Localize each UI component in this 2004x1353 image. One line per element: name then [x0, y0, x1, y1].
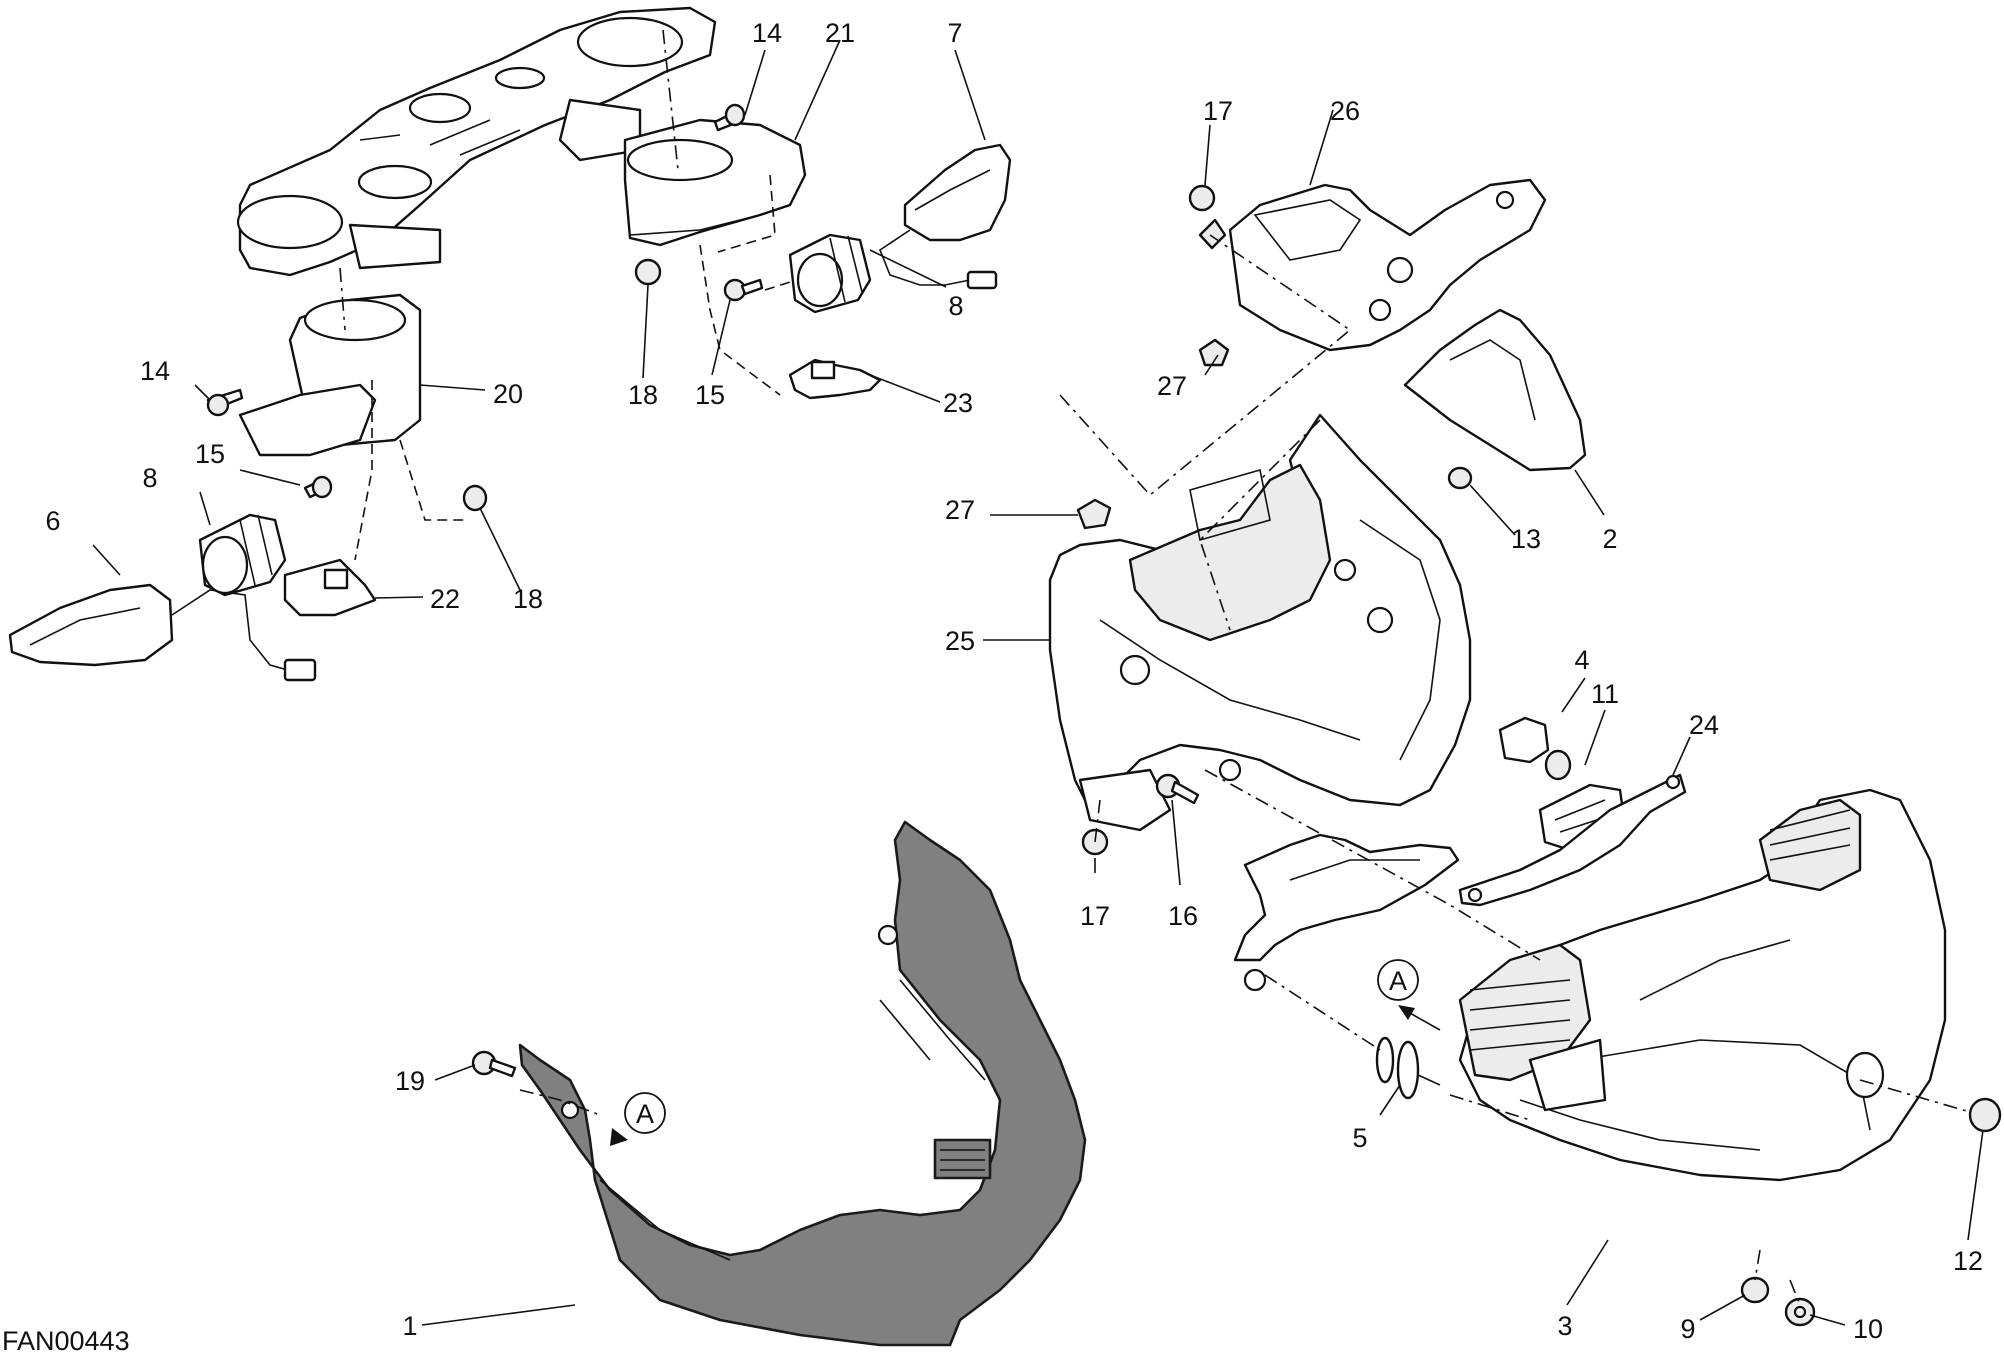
svg-text:A: A [1389, 966, 1407, 996]
callout-13: 13 [1511, 524, 1541, 554]
callout-17-lower: 17 [1080, 901, 1110, 931]
callout-10: 10 [1853, 1314, 1883, 1344]
grommet-13 [1447, 466, 1473, 490]
callout-9: 9 [1680, 1314, 1695, 1344]
callout-5: 5 [1352, 1123, 1367, 1153]
washer-9 [1740, 1276, 1770, 1304]
callout-27-upper: 27 [1157, 371, 1187, 401]
view-marker-a-lower: A [610, 1092, 666, 1146]
callout-19: 19 [395, 1066, 425, 1096]
mounting-bracket-middle [1233, 833, 1460, 992]
drawing-code: FAN00443 [2, 1326, 130, 1353]
callout-14-right: 14 [752, 18, 782, 48]
callout-8-left: 8 [142, 463, 157, 493]
callout-7: 7 [947, 18, 962, 48]
headlight-assembly [1458, 788, 1947, 1182]
headlight-support-frame [1048, 413, 1472, 832]
screw-15-left [303, 475, 333, 499]
callout-3: 3 [1557, 1311, 1572, 1341]
callout-leaders [92, 39, 1984, 1326]
callout-16: 16 [1168, 901, 1198, 931]
callout-12: 12 [1953, 1246, 1983, 1276]
nut-10 [1784, 1297, 1816, 1327]
callout-27-lower: 27 [945, 495, 975, 525]
bracket-left [283, 558, 377, 617]
turn-signal-left [8, 583, 317, 682]
callout-18-left: 18 [513, 584, 543, 614]
callout-23: 23 [943, 388, 973, 418]
screw-16 [1155, 773, 1200, 805]
screw-14-left [206, 388, 244, 417]
callout-8-right: 8 [948, 291, 963, 321]
screw-18-right [634, 258, 662, 286]
clamp-band-right [623, 118, 807, 247]
grommet-right [788, 233, 872, 314]
callout-17-upper: 17 [1203, 96, 1233, 126]
bracket-right [788, 358, 882, 400]
cover-part-2 [1403, 308, 1587, 472]
bracket-24 [1458, 773, 1687, 907]
clamp-band-left [238, 293, 422, 457]
callout-1: 1 [402, 1311, 417, 1341]
callout-4: 4 [1574, 645, 1589, 675]
callout-11: 11 [1591, 679, 1619, 709]
callout-24: 24 [1689, 710, 1719, 740]
rubber-cap-upper [1198, 338, 1230, 367]
bulb-socket-4 [1498, 716, 1572, 781]
callout-2: 2 [1602, 524, 1617, 554]
callout-labels: 1 2 3 4 5 6 7 8 8 9 10 11 12 13 14 14 15… [45, 18, 1983, 1344]
instrument-bracket [1198, 178, 1547, 352]
screw-15-right [723, 278, 764, 302]
callout-21: 21 [825, 18, 855, 48]
view-marker-a-upper: A [1377, 959, 1441, 1031]
upper-triple-clamp [236, 6, 717, 277]
turn-signal-right [879, 143, 1012, 290]
callout-14-left: 14 [140, 356, 170, 386]
silent-block-5 [1375, 1036, 1441, 1100]
callout-26: 26 [1330, 96, 1360, 126]
svg-text:A: A [636, 1099, 654, 1129]
assembly-lines [339, 29, 1971, 1306]
grommet-12 [1968, 1097, 2002, 1133]
lower-cowl [518, 820, 1087, 1347]
screw-19 [471, 1050, 517, 1078]
screw-14-right [713, 103, 746, 132]
grommet-left [198, 513, 287, 597]
callout-6: 6 [45, 506, 60, 536]
callout-15-right: 15 [695, 380, 725, 410]
screw-18-left [462, 484, 488, 512]
rubber-cap-lower [1076, 498, 1112, 530]
callout-15-left: 15 [195, 439, 225, 469]
callout-25: 25 [945, 626, 975, 656]
callout-18-right: 18 [628, 380, 658, 410]
callout-22: 22 [430, 584, 460, 614]
callout-20: 20 [493, 379, 523, 409]
screw-17-upper [1188, 184, 1216, 212]
